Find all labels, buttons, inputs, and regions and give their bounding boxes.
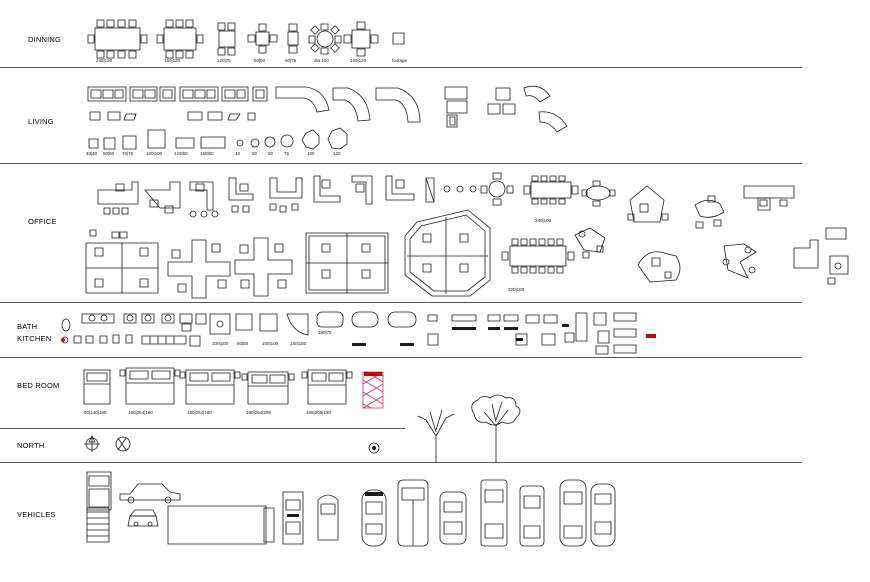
sofa-set	[88, 87, 267, 101]
north-arrow-icon	[84, 436, 130, 452]
living-size-label: 75|75	[122, 151, 134, 156]
living-size-label: 100	[307, 151, 315, 156]
dinning-size-label: dia 100	[314, 58, 329, 63]
vehicles	[87, 472, 615, 546]
crib	[363, 372, 383, 408]
living-size-label: 60	[252, 151, 258, 156]
dinning-size-label: 150|120	[164, 58, 181, 63]
bed-size-label: 180|254|209	[246, 410, 271, 415]
stool	[393, 33, 404, 44]
office-curved-workstations	[575, 186, 848, 284]
office-size-label: 240|100	[535, 218, 552, 223]
living-size-label: 100|100	[146, 151, 163, 156]
bath-size-label: 180|75	[318, 330, 332, 335]
section-label-dinning: DINNING	[28, 35, 62, 44]
conference-tables	[481, 173, 615, 273]
section-label-bedroom: BED ROOM	[17, 381, 60, 390]
sofa-armchairs	[445, 86, 567, 132]
bed-size-label: 90|140|180	[84, 410, 107, 415]
dinning-size-label: 240|120	[96, 58, 113, 63]
dinning-size-label: 120|75	[217, 58, 231, 63]
living-size-label: 40|40	[86, 151, 98, 156]
living-size-label: 120|60	[174, 151, 188, 156]
office-cluster-square	[306, 233, 388, 293]
dining-table-240x120	[88, 20, 147, 58]
dinning-size-label: 50|50	[254, 58, 266, 63]
section-divider	[0, 357, 802, 358]
red-marker-icon	[61, 334, 656, 376]
dining-table-60x75	[288, 24, 298, 53]
tree-icon	[369, 395, 520, 462]
living-size-label: 40	[235, 151, 241, 156]
living-size-label: 120	[333, 151, 341, 156]
curved-sofa	[276, 87, 420, 122]
dining-table-round	[309, 24, 341, 54]
section-label-living: LIVING	[28, 117, 54, 126]
section-divider	[0, 428, 405, 429]
bath-fixtures	[62, 312, 416, 346]
bath-size-label: 50|50	[237, 341, 249, 346]
dining-table-50x50	[248, 24, 277, 53]
living-size-label: 60	[268, 151, 274, 156]
office-cluster-cross	[168, 238, 292, 298]
section-label-bath: BATH	[17, 322, 38, 331]
dining-table-150x120	[157, 20, 203, 58]
office-size-label: 320|100	[508, 287, 525, 292]
kitchen-units	[428, 313, 636, 354]
appliance-fills	[287, 324, 569, 517]
bed-size-label: 180|254|180	[128, 410, 153, 415]
section-divider	[0, 302, 802, 303]
office-cluster-4	[86, 230, 158, 293]
bath-size-label: 100|100	[262, 341, 279, 346]
dining-table-120x75	[218, 23, 235, 55]
office-desk-set	[98, 178, 302, 217]
section-label-vehicles: VEHICLES	[17, 510, 56, 519]
bed-size-label: 180|254|180	[187, 410, 212, 415]
section-label-office: OFFICE	[28, 217, 57, 226]
bed-size-label: 165|205|150	[306, 410, 331, 415]
office-workstations	[314, 176, 476, 204]
coffee-tables	[89, 112, 347, 149]
dinning-size-label: footage	[392, 58, 408, 63]
dining-table-120x120	[344, 22, 378, 56]
section-divider	[0, 67, 802, 68]
section-label-north: NORTH	[17, 441, 45, 450]
office-cluster-octagon	[405, 210, 490, 296]
living-size-label: 150|60	[200, 151, 214, 156]
living-size-label: 75	[284, 151, 290, 156]
dinning-size-label: 60|75	[285, 58, 297, 63]
section-divider	[0, 163, 802, 164]
living-size-label: 50|50	[103, 151, 115, 156]
beds	[84, 368, 352, 404]
section-label-kitchen: KITCHEN	[17, 334, 52, 343]
section-divider	[0, 462, 802, 463]
bath-size-label: 100|100	[212, 341, 229, 346]
bath-size-label: 150|150	[290, 341, 307, 346]
dinning-size-label: 120|120	[350, 58, 367, 63]
